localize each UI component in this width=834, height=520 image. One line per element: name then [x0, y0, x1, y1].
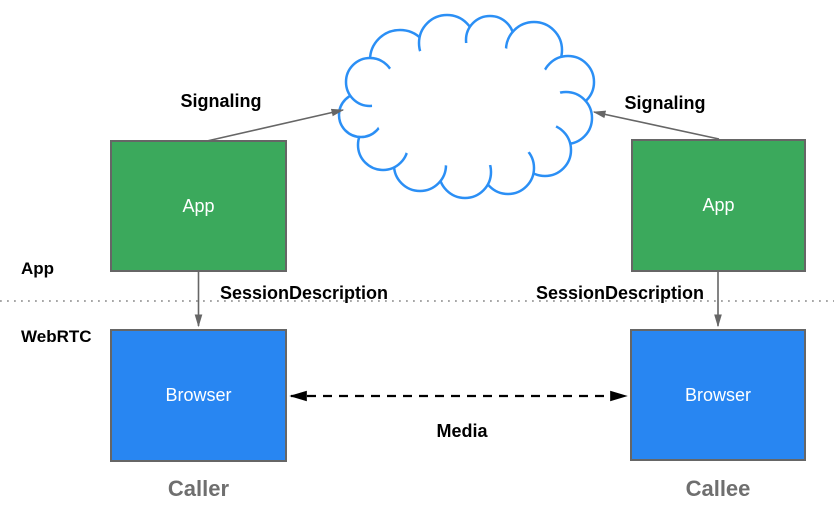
caller-app-box: App [110, 140, 287, 272]
signaling-cloud [337, 13, 596, 200]
signaling-label-left: Signaling [180, 91, 262, 111]
callee-app-box: App [631, 139, 806, 272]
signaling-arrow-left [206, 108, 345, 142]
caller-label: Caller [167, 476, 230, 501]
caller-browser-label: Browser [165, 385, 232, 405]
caller-app-label: App [182, 195, 215, 216]
callee-app-label: App [702, 195, 735, 215]
signaling-label-right: Signaling [624, 93, 706, 113]
webrtc-layer-label: WebRTC [21, 327, 92, 346]
callee-label: Callee [685, 476, 751, 501]
app-layer-label: App [21, 259, 55, 278]
session-description-label-left: SessionDescription [219, 283, 389, 303]
callee-browser-box: Browser [630, 329, 806, 461]
media-label: Media [436, 421, 488, 441]
signaling-arrow-right [592, 110, 720, 140]
session-description-label-right: SessionDescription [535, 283, 705, 303]
callee-browser-label: Browser [684, 384, 751, 405]
caller-browser-box: Browser [110, 329, 287, 462]
